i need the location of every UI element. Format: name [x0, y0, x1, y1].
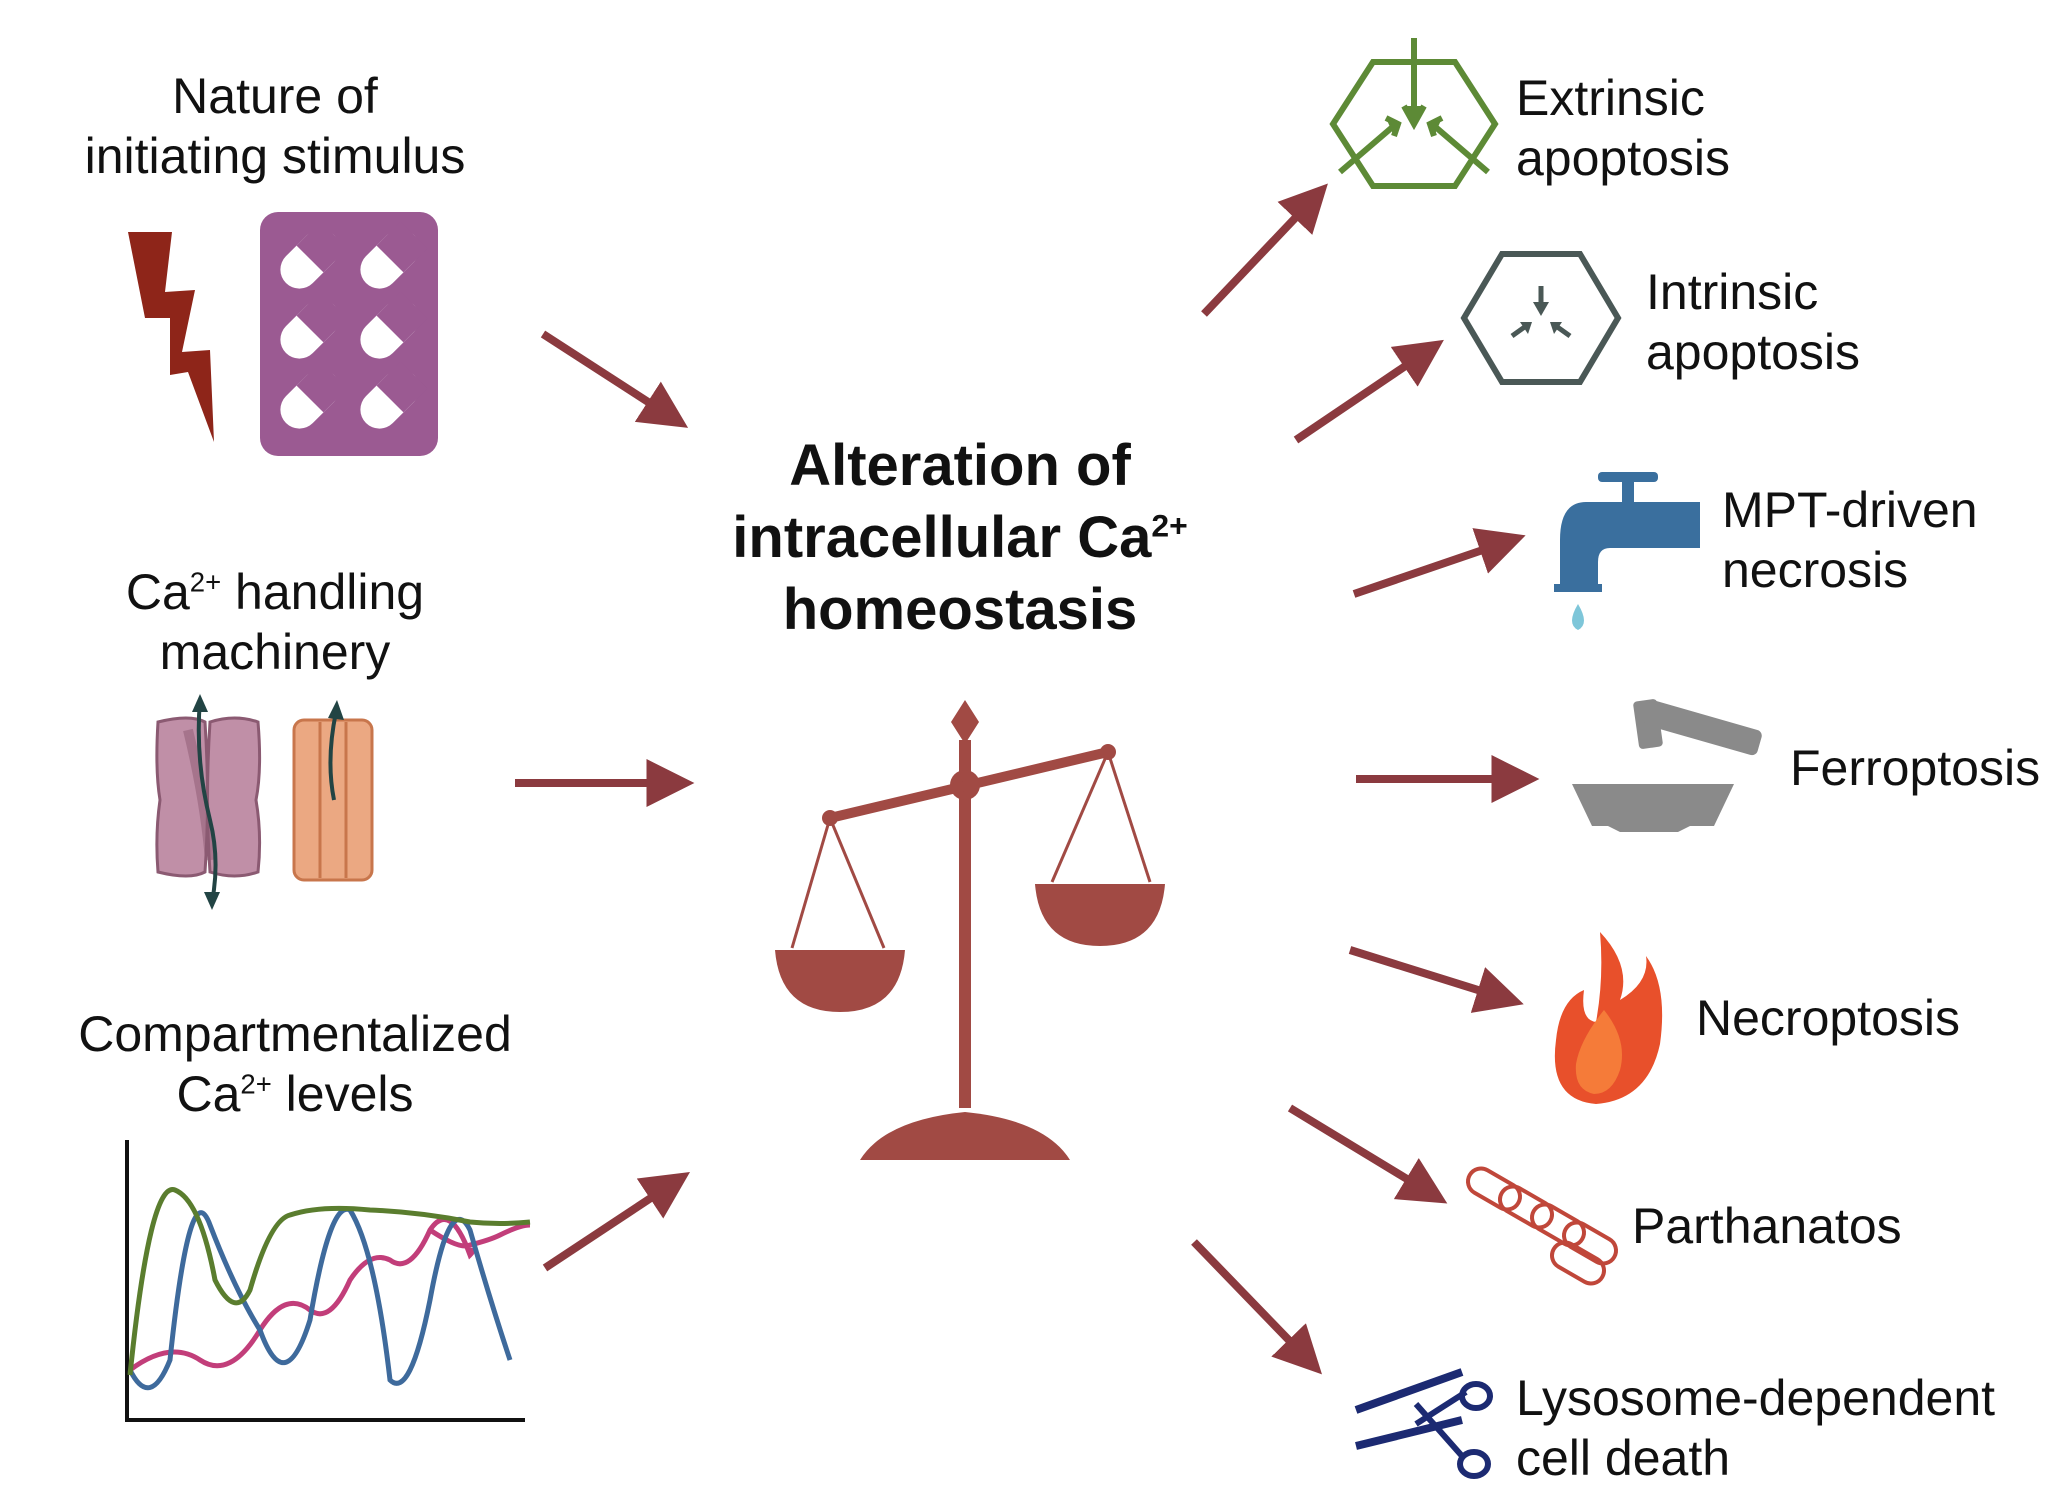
necroptosis-label: Necroptosis: [1696, 990, 1960, 1046]
title-line2: intracellular Ca2+: [732, 505, 1188, 570]
intrinsic-apoptosis-icon: [1460, 251, 1622, 385]
levels-label-line1: Compartmentalized: [78, 1006, 512, 1062]
levels-label: Compartmentalized Ca2+ levels: [40, 1004, 550, 1124]
arrow-lysosome: [1191, 1239, 1323, 1375]
ion-channel-icon: [155, 694, 374, 910]
arrow-parthanatos: [1287, 1104, 1448, 1204]
arrow-levels: [542, 1172, 691, 1272]
machinery-label-line2: machinery: [159, 624, 391, 680]
balance-scale-icon: [775, 700, 1165, 1160]
parthanatos-label: Parthanatos: [1632, 1198, 1902, 1254]
scissors-icon: [1354, 1368, 1493, 1479]
machinery-label: Ca2+ handling machinery: [60, 562, 490, 682]
flame-icon: [1554, 932, 1663, 1104]
arrow-extrinsic: [1201, 183, 1328, 317]
faucet-icon: [1554, 472, 1700, 630]
arrow-intrinsic: [1293, 339, 1444, 444]
pill-pack-icon: [260, 212, 438, 456]
dna-chain-icon: [1466, 1166, 1618, 1286]
title-line3: homeostasis: [782, 577, 1138, 642]
calcium-oscillation-graph-icon: [125, 1140, 531, 1422]
machinery-label-line1: Ca2+ handling: [125, 564, 425, 620]
arrow-necroptosis: [1348, 946, 1524, 1013]
center-title: Alteration of intracellular Ca2+ homeost…: [640, 430, 1280, 646]
stimulus-label-line1: Nature of: [172, 68, 378, 124]
levels-label-line2: Ca2+ levels: [176, 1066, 414, 1122]
arrow-stimulus: [540, 330, 689, 428]
lightning-icon: [128, 232, 214, 442]
ferroptosis-label: Ferroptosis: [1790, 740, 2041, 796]
mortar-pestle-icon: [1572, 699, 1762, 832]
title-line1: Alteration of: [789, 433, 1131, 498]
stimulus-label: Nature of initiating stimulus: [40, 66, 510, 186]
arrow-mpt: [1352, 528, 1526, 598]
stimulus-label-line2: initiating stimulus: [84, 128, 466, 184]
extrinsic-apoptosis-icon: [1329, 38, 1499, 189]
